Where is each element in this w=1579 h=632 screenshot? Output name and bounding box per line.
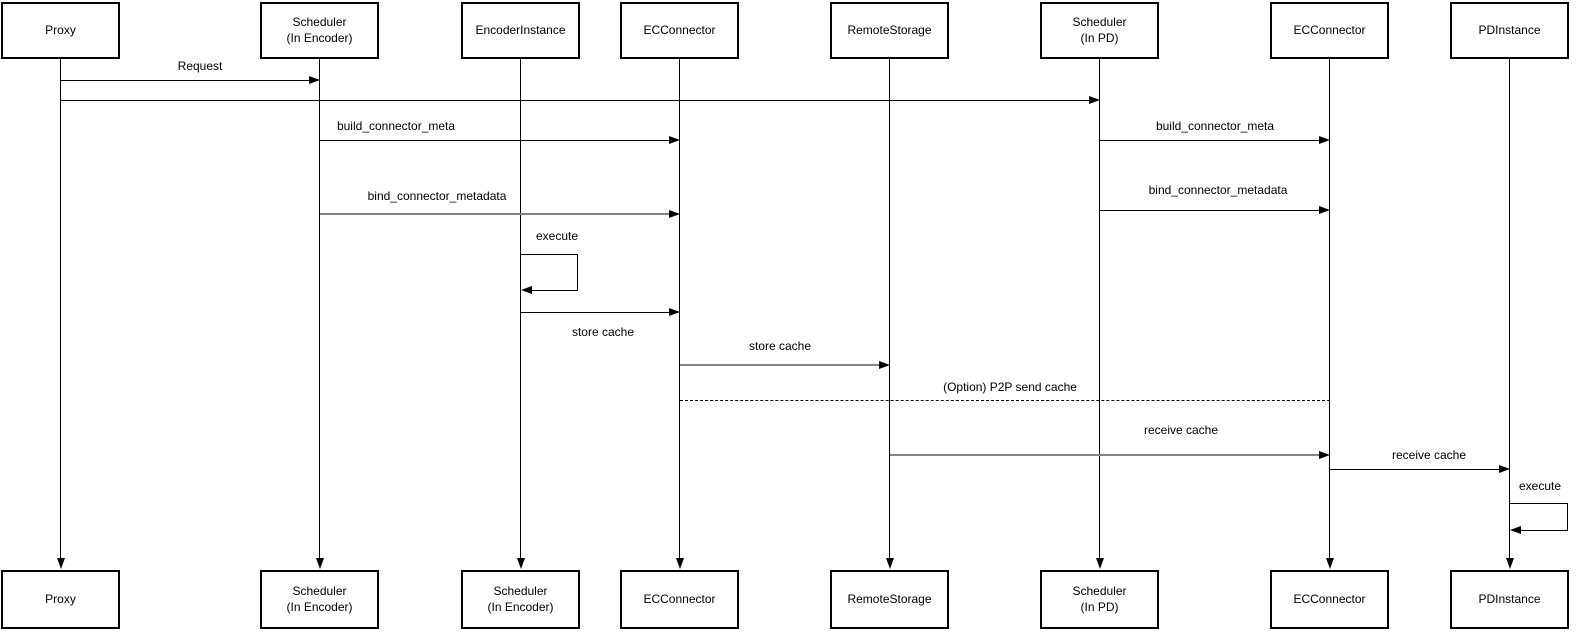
arrowhead-icon: [669, 210, 680, 218]
arrowhead-icon: [669, 136, 680, 144]
arrowhead-down-icon: [315, 558, 324, 569]
message-label: Request: [175, 59, 225, 73]
message-label: store cache: [746, 339, 814, 353]
message-line: [680, 364, 879, 366]
message-line: [1330, 469, 1499, 470]
actor-bottom-encoder-instance: Scheduler (In Encoder): [461, 570, 580, 629]
arrowhead-icon: [1089, 96, 1100, 104]
message-label: store cache: [569, 325, 637, 339]
actor-bottom-scheduler-pd: Scheduler (In PD): [1040, 570, 1159, 629]
arrowhead-icon: [1319, 451, 1330, 459]
actor-bottom-proxy: Proxy: [1, 570, 120, 629]
arrowhead-down-icon: [516, 558, 525, 569]
message-label: bind_connector_metadata: [1146, 183, 1290, 197]
actor-top-pd-instance: PDInstance: [1450, 2, 1569, 59]
message-label: build_connector_meta: [1153, 119, 1277, 133]
lifeline-ec-connector-pd: [1329, 59, 1331, 559]
self-loop-right-line: [576, 254, 578, 290]
arrowhead-icon: [1319, 136, 1330, 144]
lifeline-scheduler-encoder: [319, 59, 321, 559]
actor-top-ec-connector-pd: ECConnector: [1270, 2, 1389, 59]
message-line: [1100, 210, 1319, 211]
arrowhead-down-icon: [56, 558, 65, 569]
actor-top-proxy: Proxy: [1, 2, 120, 59]
message-line: [320, 213, 669, 215]
message-label: receive cache: [1141, 423, 1221, 437]
message-line: [61, 80, 311, 81]
arrowhead-down-icon: [675, 558, 684, 569]
message-line: [320, 140, 669, 141]
actor-bottom-scheduler-encoder: Scheduler (In Encoder): [260, 570, 379, 629]
message-line: [1100, 140, 1319, 141]
message-label: build_connector_meta: [334, 119, 458, 133]
lifeline-scheduler-pd: [1099, 59, 1101, 559]
actor-bottom-ec-connector-encoder: ECConnector: [620, 570, 739, 629]
self-loop-bottom-line: [1521, 530, 1568, 531]
arrowhead-icon: [1319, 206, 1330, 214]
arrowhead-icon: [309, 76, 320, 84]
message-line: [680, 400, 1330, 401]
lifeline-proxy: [60, 59, 62, 559]
actor-bottom-ec-connector-pd: ECConnector: [1270, 570, 1389, 629]
message-line: [61, 100, 1089, 101]
actor-top-encoder-instance: EncoderInstance: [461, 2, 580, 59]
message-line: [521, 312, 669, 313]
actor-bottom-remote-storage: RemoteStorage: [830, 570, 949, 629]
actor-bottom-pd-instance: PDInstance: [1450, 570, 1569, 629]
message-label: execute: [533, 229, 581, 243]
arrowhead-down-icon: [1095, 558, 1104, 569]
message-line: [890, 454, 1319, 456]
self-loop-top-line: [1510, 503, 1568, 504]
actor-top-remote-storage: RemoteStorage: [830, 2, 949, 59]
arrowhead-down-icon: [1325, 558, 1334, 569]
arrowhead-icon: [1510, 526, 1521, 534]
lifeline-encoder-instance: [520, 59, 522, 559]
arrowhead-down-icon: [1505, 558, 1514, 569]
self-loop-bottom-line: [532, 290, 578, 291]
message-label: execute: [1516, 479, 1564, 493]
message-label: receive cache: [1389, 448, 1469, 462]
actor-top-ec-connector-encoder: ECConnector: [620, 2, 739, 59]
message-label: (Option) P2P send cache: [941, 380, 1079, 394]
lifeline-pd-instance: [1509, 59, 1511, 559]
arrowhead-icon: [1499, 465, 1510, 473]
arrowhead-icon: [669, 308, 680, 316]
self-loop-top-line: [521, 254, 578, 255]
arrowhead-icon: [521, 286, 532, 294]
arrowhead-down-icon: [885, 558, 894, 569]
actor-top-scheduler-encoder: Scheduler (In Encoder): [260, 2, 379, 59]
self-loop-right-line: [1566, 503, 1568, 530]
lifeline-remote-storage: [889, 59, 891, 559]
actor-top-scheduler-pd: Scheduler (In PD): [1040, 2, 1159, 59]
arrowhead-icon: [879, 361, 890, 369]
message-label: bind_connector_metadata: [365, 189, 509, 203]
